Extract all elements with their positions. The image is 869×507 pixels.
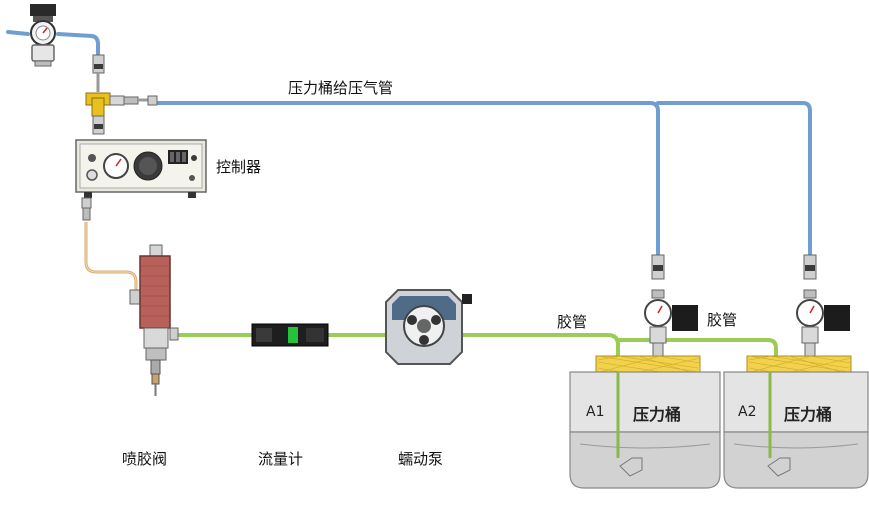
air-pipe-label: 压力桶给压气管: [288, 79, 394, 97]
hose-label-right: 胶管: [707, 311, 738, 329]
hose-label-left: 胶管: [557, 313, 588, 331]
tee-fitting: [85, 92, 158, 135]
air-filter-regulator: [30, 4, 56, 67]
dip-tubes: [616, 372, 772, 458]
pump-label: 蠕动泵: [398, 450, 444, 468]
air-lines: [6, 30, 812, 257]
valve-feed: [81, 197, 141, 305]
controller-label: 控制器: [216, 158, 262, 176]
air-drop-fittings: [92, 54, 105, 92]
bucket-a2-name: 压力桶: [784, 405, 833, 424]
bucket-a1-regulator: [644, 254, 698, 358]
peristaltic-pump: [385, 289, 472, 365]
bucket-a1-id: A1: [586, 404, 605, 420]
pressure-bucket-a2: [723, 355, 869, 489]
bucket-a2-id: A2: [738, 404, 757, 420]
valve-label: 喷胶阀: [122, 450, 168, 468]
flowmeter: [251, 323, 329, 347]
bucket-a1-name: 压力桶: [633, 405, 682, 424]
bucket-a2-regulator: [796, 254, 850, 358]
controller-box: [75, 139, 207, 198]
pressure-bucket-a1: [569, 355, 721, 489]
flowmeter-label: 流量计: [258, 450, 304, 468]
dispensing-valve: [139, 244, 179, 396]
